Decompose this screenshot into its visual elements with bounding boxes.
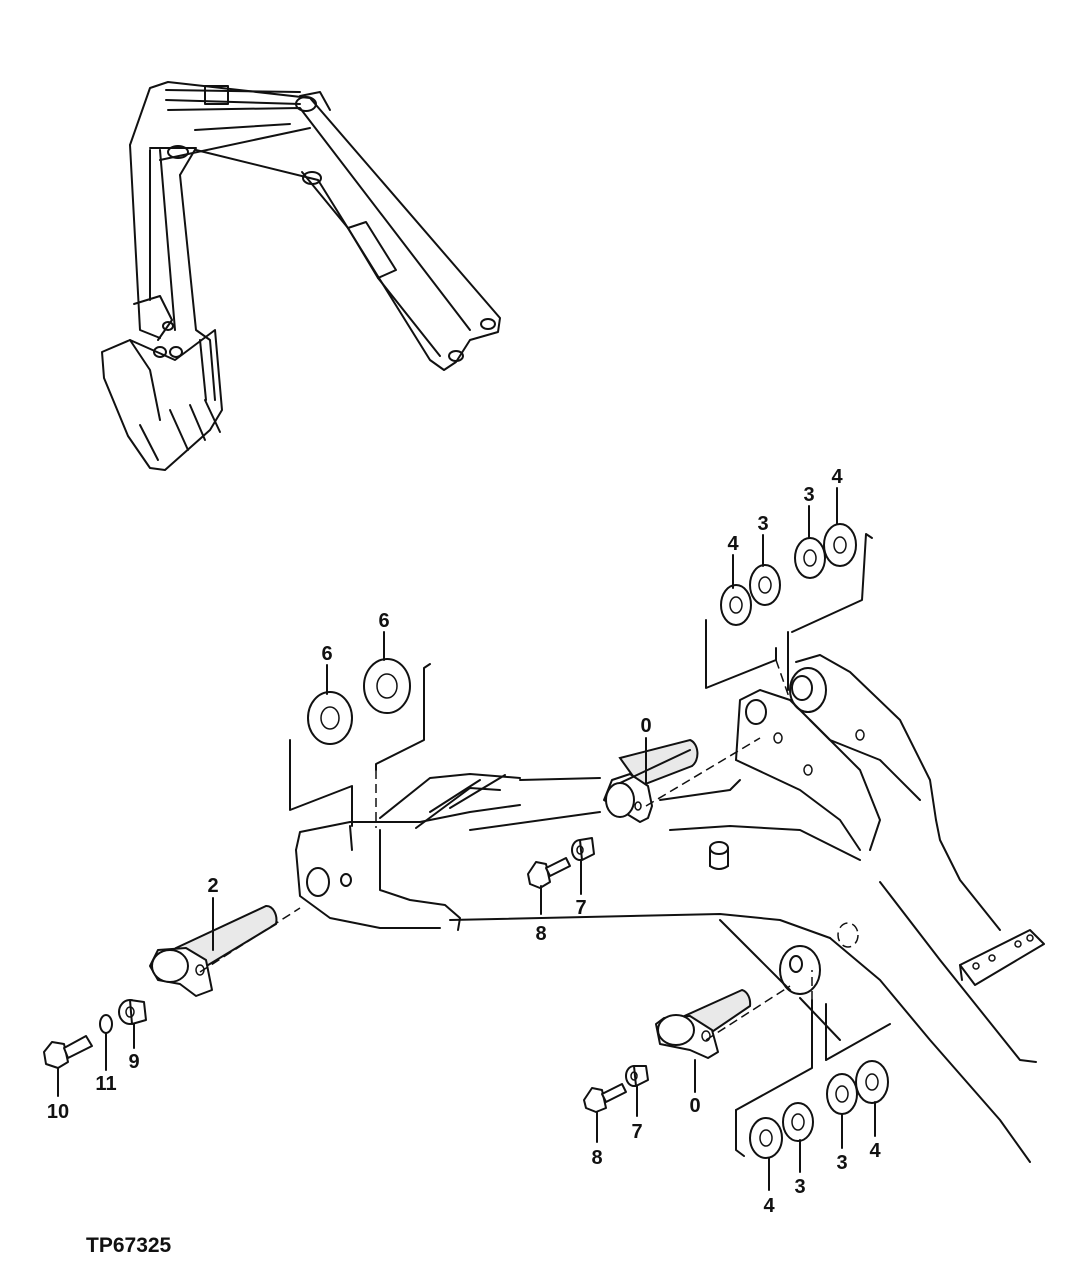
callout-washer-4-b: 4 <box>831 466 843 488</box>
pin-2 <box>149 905 301 997</box>
callout-shim-6-a: 6 <box>321 643 332 665</box>
callout-pin-0-bottom: 0 <box>689 1095 700 1117</box>
callout-washer-3-c: 3 <box>794 1176 805 1198</box>
callout-washer-7-bottom: 7 <box>631 1121 642 1143</box>
washer-group-bottom <box>735 970 891 1159</box>
callout-nut-9: 9 <box>128 1051 139 1073</box>
figure-id: TP67325 <box>86 1234 172 1257</box>
callout-washer-11: 11 <box>95 1073 116 1095</box>
callout-washer-4-a: 4 <box>727 533 739 555</box>
callout-shim-6-b: 6 <box>378 610 389 632</box>
callout-pin-0-top: 0 <box>640 715 651 737</box>
callout-washer-4-d: 4 <box>869 1140 881 1162</box>
callout-bolt-10: 10 <box>47 1101 69 1123</box>
washer-group-top <box>705 523 873 701</box>
pin-0-upper <box>603 737 761 823</box>
leader-lines <box>57 487 876 1191</box>
callout-washer-3-d: 3 <box>836 1152 847 1174</box>
boom-assembly <box>295 654 1045 1163</box>
callout-pin-2: 2 <box>207 875 218 897</box>
pin-0-lower <box>655 985 791 1059</box>
excavator-arm-overview <box>101 81 501 471</box>
callout-washer-4-c: 4 <box>763 1195 775 1217</box>
shim-group <box>289 658 431 828</box>
callout-washer-3-b: 3 <box>803 484 814 506</box>
callout-washer-3-a: 3 <box>757 513 768 535</box>
callout-bolt-8-bottom: 8 <box>591 1147 602 1169</box>
callout-bolt-8-top: 8 <box>535 923 546 945</box>
callout-washer-7-top: 7 <box>575 897 586 919</box>
callout-labels: 4 3 3 4 6 6 0 2 8 7 10 11 9 0 7 8 4 3 3 … <box>47 466 882 1217</box>
